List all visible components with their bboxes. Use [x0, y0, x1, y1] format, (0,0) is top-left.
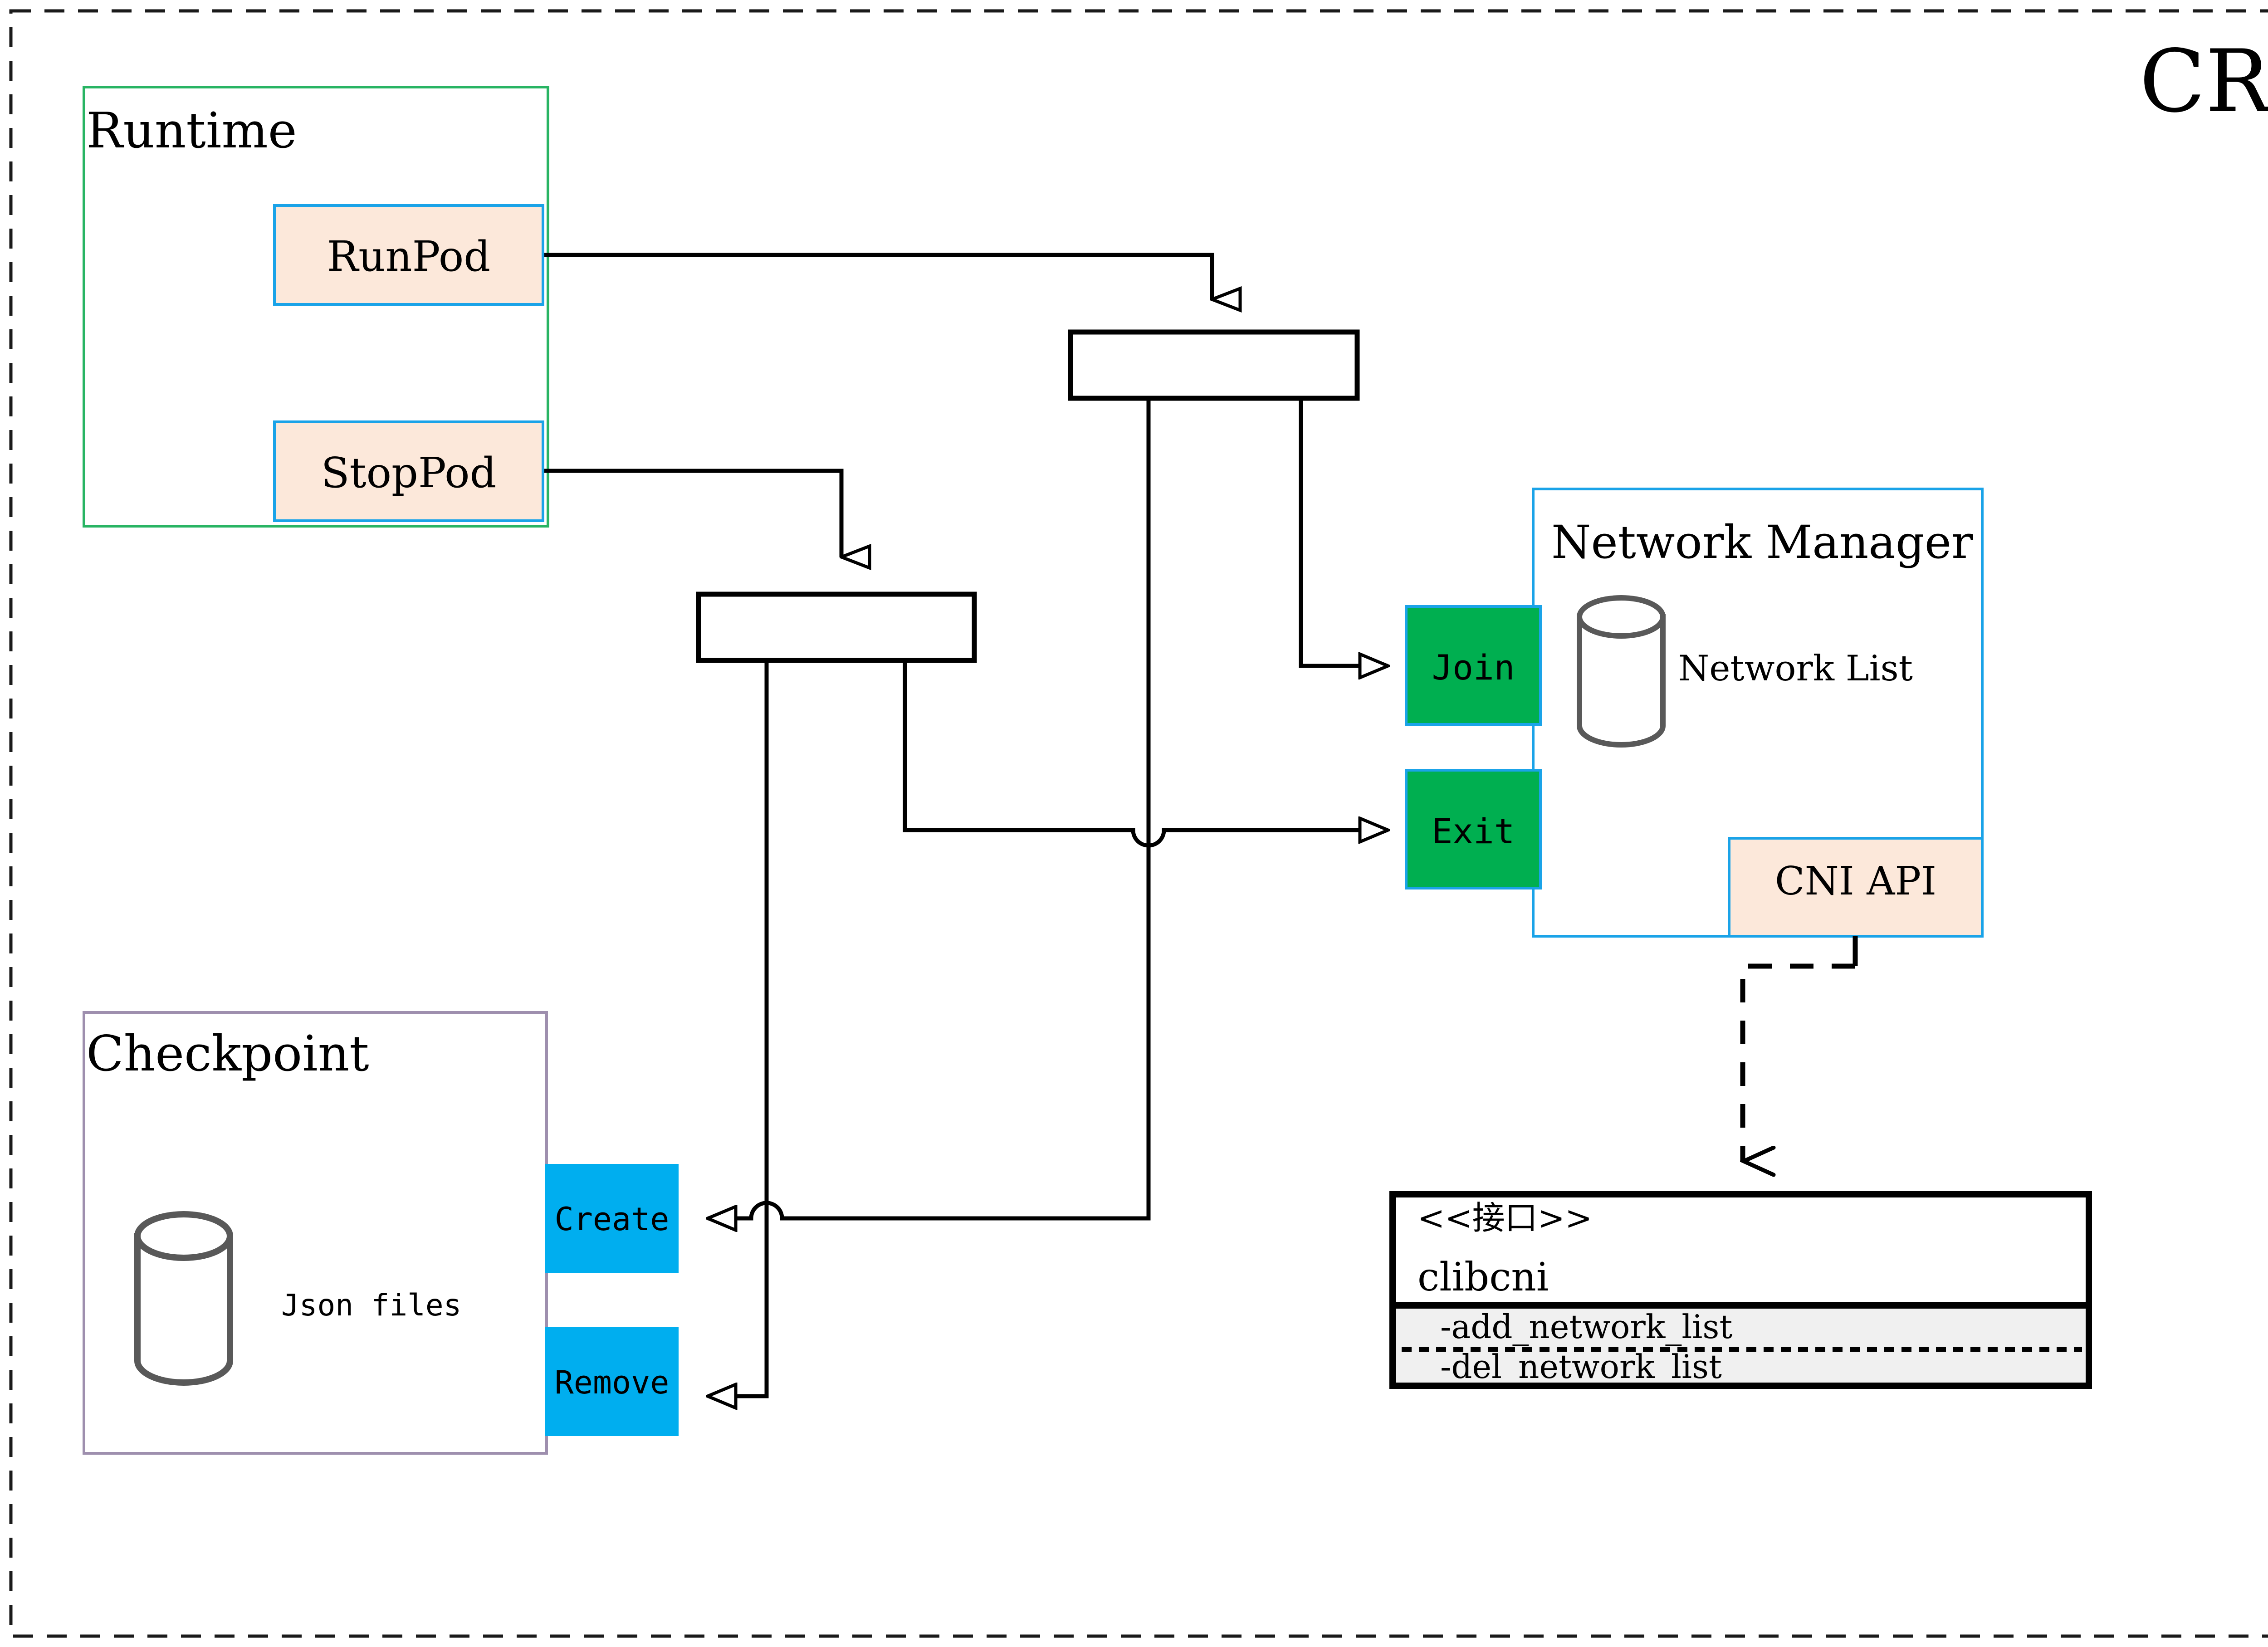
checkpoint-group-label: Checkpoint	[86, 1026, 369, 1082]
line-topbar-right-down	[1299, 397, 1388, 666]
stoppod-box[interactable]	[273, 420, 544, 522]
clibcni-stereotype: <<接口>>	[1418, 1199, 1592, 1237]
join-port-box[interactable]	[1405, 605, 1542, 726]
network-manager-label: Network Manager	[1551, 516, 1973, 569]
exit-port-label: Exit	[1432, 811, 1515, 851]
cni-api-box[interactable]	[1728, 837, 1984, 938]
cni-api-to-clibcni-dependency	[1743, 936, 1858, 1161]
clibcni-methods-compartment	[1396, 1305, 2086, 1383]
network-list-cylinder-icon	[1577, 595, 1666, 748]
join-port-label: Join	[1432, 647, 1515, 688]
join-dispatch-bar	[1068, 329, 1360, 401]
clibcni-method-del: -del_network_list	[1440, 1348, 1722, 1386]
json-files-label: Json files	[281, 1288, 461, 1323]
connector-lines	[541, 253, 1388, 1396]
line-lowerbar-left-down	[708, 660, 769, 1396]
network-list-label: Network List	[1678, 648, 1913, 689]
runtime-group-label: Runtime	[86, 103, 297, 159]
line-topbar-left-to-create	[708, 830, 1151, 1218]
clibcni-interface-outline	[1389, 1191, 2092, 1389]
runpod-box[interactable]	[273, 204, 544, 306]
remove-box[interactable]	[545, 1327, 679, 1436]
runpod-label: RunPod	[327, 232, 490, 281]
exit-dispatch-bar	[696, 591, 977, 663]
remove-label: Remove	[555, 1364, 670, 1401]
clibcni-name: clibcni	[1418, 1255, 1549, 1300]
cni-api-label: CNI API	[1775, 859, 1936, 904]
create-label: Create	[555, 1201, 670, 1238]
json-files-cylinder-icon	[134, 1211, 233, 1386]
clibcni-method-add: -add_network_list	[1440, 1308, 1732, 1346]
line-runpod-to-bar	[541, 253, 1212, 299]
canvas-dashed-frame	[9, 9, 2268, 1638]
line-stoppod-to-bar	[541, 469, 841, 557]
create-box[interactable]	[545, 1164, 679, 1273]
stoppod-label: StopPod	[321, 449, 497, 497]
exit-port-box[interactable]	[1405, 769, 1542, 889]
page-title: CRI	[2140, 31, 2268, 132]
